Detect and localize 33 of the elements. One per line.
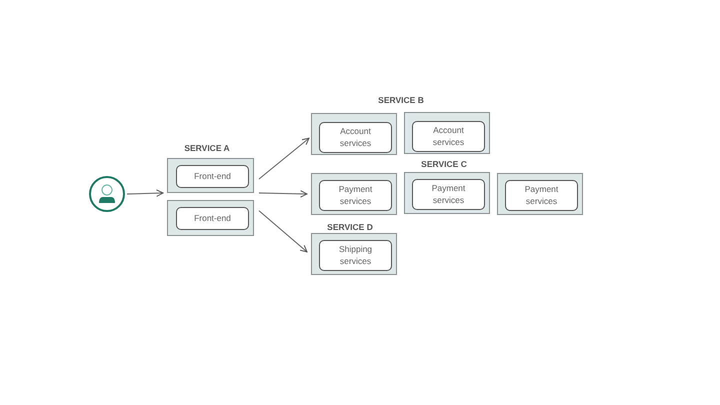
arrow <box>258 190 308 198</box>
service-box <box>412 179 485 210</box>
service-box <box>412 121 485 152</box>
service-box <box>319 180 392 211</box>
service-name: Account services <box>338 126 372 149</box>
service-container <box>497 173 583 215</box>
user-icon <box>89 176 125 212</box>
service-container <box>167 200 254 236</box>
service-name: Payment services <box>338 184 374 207</box>
service-container <box>167 158 254 193</box>
service-box <box>505 180 578 211</box>
service-heading: SERVICE D <box>327 222 373 232</box>
service-box <box>319 122 392 153</box>
service-box <box>319 240 392 271</box>
arrow <box>258 138 310 180</box>
arrow <box>126 190 164 197</box>
service-heading: SERVICE C <box>421 159 467 169</box>
service-name: Account services <box>432 125 466 148</box>
service-container <box>311 173 397 215</box>
service-container <box>404 172 490 214</box>
service-heading: SERVICE A <box>184 143 230 153</box>
service-name: Front-end <box>194 170 231 182</box>
service-name: Payment services <box>524 184 560 207</box>
service-container <box>311 233 397 275</box>
service-container <box>311 113 397 155</box>
service-heading: SERVICE B <box>378 95 424 105</box>
service-name: Shipping services <box>338 244 374 267</box>
service-box <box>176 165 249 188</box>
service-name: Front-end <box>194 212 231 224</box>
service-container <box>404 112 490 154</box>
service-name: Payment services <box>430 183 466 206</box>
service-box <box>176 207 249 230</box>
arrow <box>258 210 308 252</box>
